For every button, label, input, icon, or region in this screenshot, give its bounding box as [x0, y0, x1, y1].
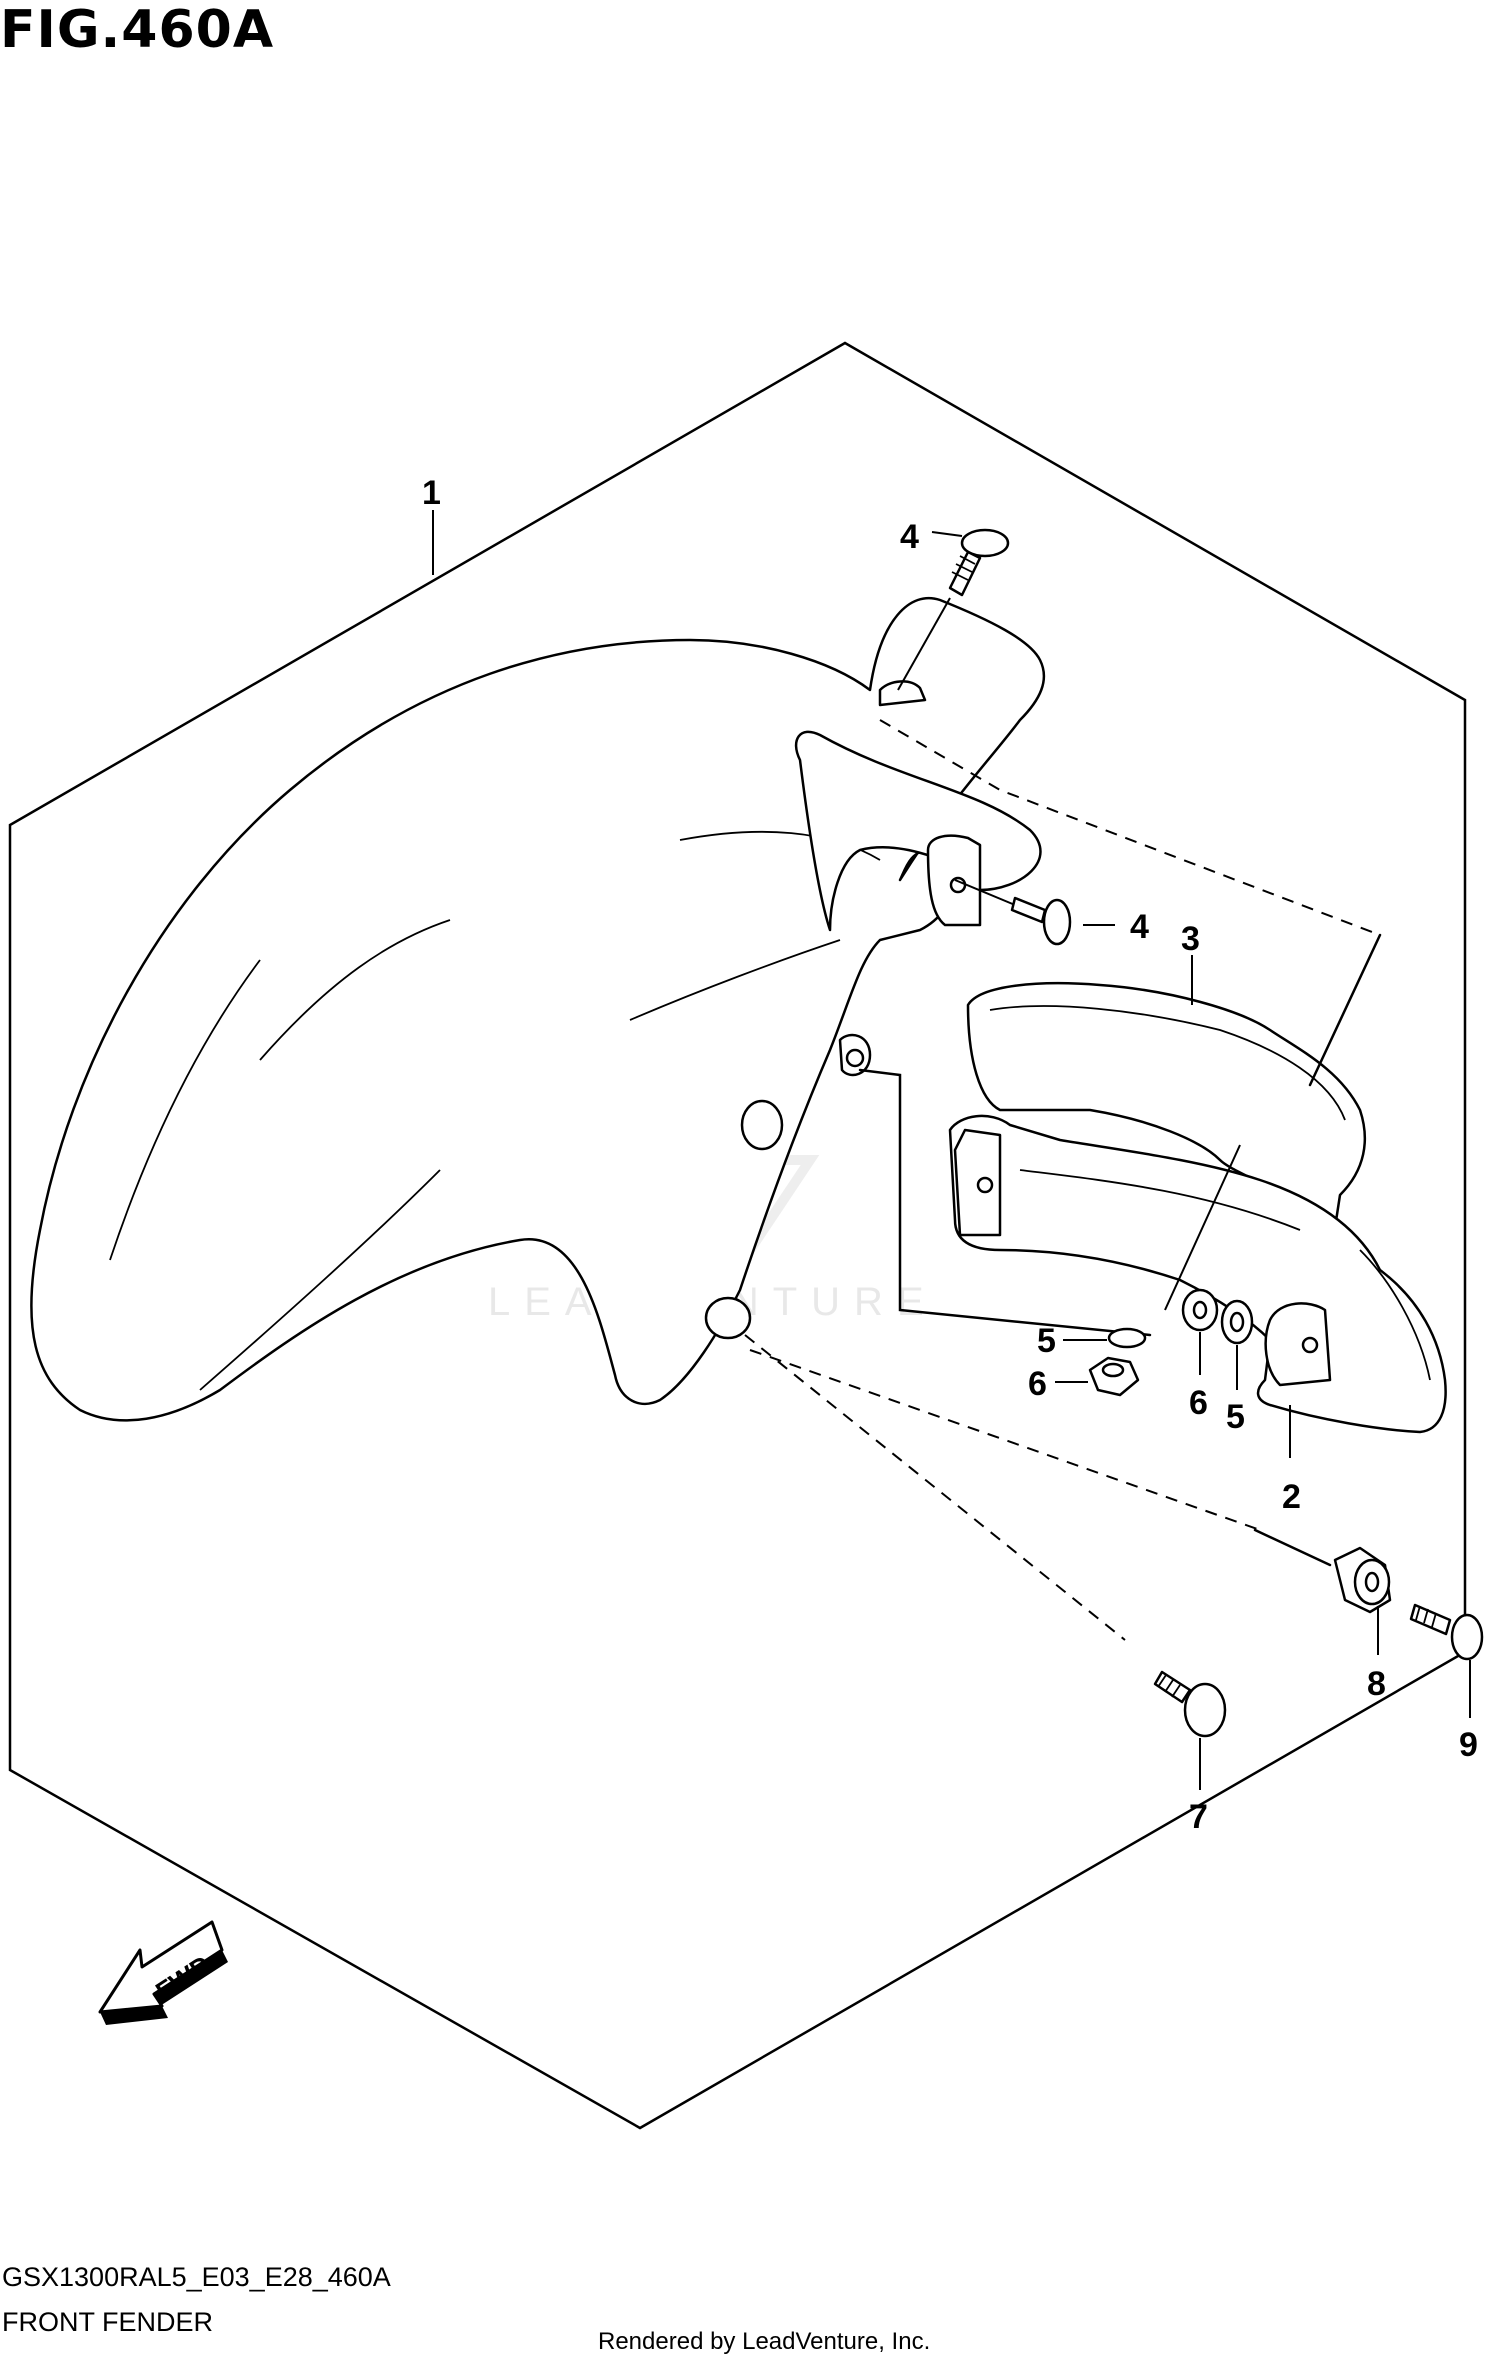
- figure-title: FIG.460A: [0, 0, 275, 60]
- hexagon-frame: [8, 341, 1467, 2130]
- callout-8: 8: [1367, 1665, 1386, 1703]
- callout-5-right: 5: [1226, 1398, 1245, 1436]
- callout-5-left: 5: [1037, 1322, 1056, 1360]
- callout-9: 9: [1459, 1726, 1478, 1764]
- callout-1: 1: [422, 474, 441, 512]
- render-credit: Rendered by LeadVenture, Inc.: [598, 2328, 931, 2355]
- model-code: GSX1300RAL5_E03_E28_460A: [2, 2262, 391, 2292]
- screw-4-side: [954, 879, 1072, 946]
- assembly-line-upper: [879, 719, 1381, 936]
- washer-5-right: [1220, 1299, 1254, 1345]
- inner-panel-part-3: [966, 981, 1367, 1262]
- callout-6-left: 6: [1028, 1365, 1047, 1403]
- callout-4-top: 4: [900, 518, 919, 556]
- callout-7: 7: [1189, 1798, 1208, 1836]
- bolt-7: [1153, 1670, 1227, 1738]
- screw-4-top: [897, 528, 1010, 691]
- assembly-line-bolt7: [744, 1334, 1126, 1641]
- washer-5-left: [1107, 1327, 1147, 1349]
- assembly-line-left: [858, 1068, 1152, 1337]
- callout-3: 3: [1181, 920, 1200, 958]
- callout-6-right: 6: [1189, 1384, 1208, 1422]
- assembly-line-grommet: [1253, 1528, 1332, 1567]
- leader-4a: [931, 531, 963, 537]
- bolt-9: [1409, 1603, 1484, 1661]
- grommet-8: [1333, 1546, 1392, 1614]
- front-fender-part-1: [30, 596, 1046, 1422]
- callout-4-side: 4: [1130, 908, 1149, 946]
- rear-hugger-part-2: [948, 1114, 1447, 1434]
- forward-direction-arrow: FWD: [98, 1920, 228, 2025]
- assembly-line-lower: [749, 1349, 1261, 1531]
- section-name: FRONT FENDER: [2, 2307, 214, 2337]
- nut-6-left: [1088, 1356, 1140, 1397]
- nut-6-right: [1181, 1288, 1219, 1332]
- leader-line-5: [1164, 1144, 1241, 1311]
- callout-2: 2: [1282, 1478, 1301, 1516]
- assembly-line-right: [1308, 933, 1382, 1087]
